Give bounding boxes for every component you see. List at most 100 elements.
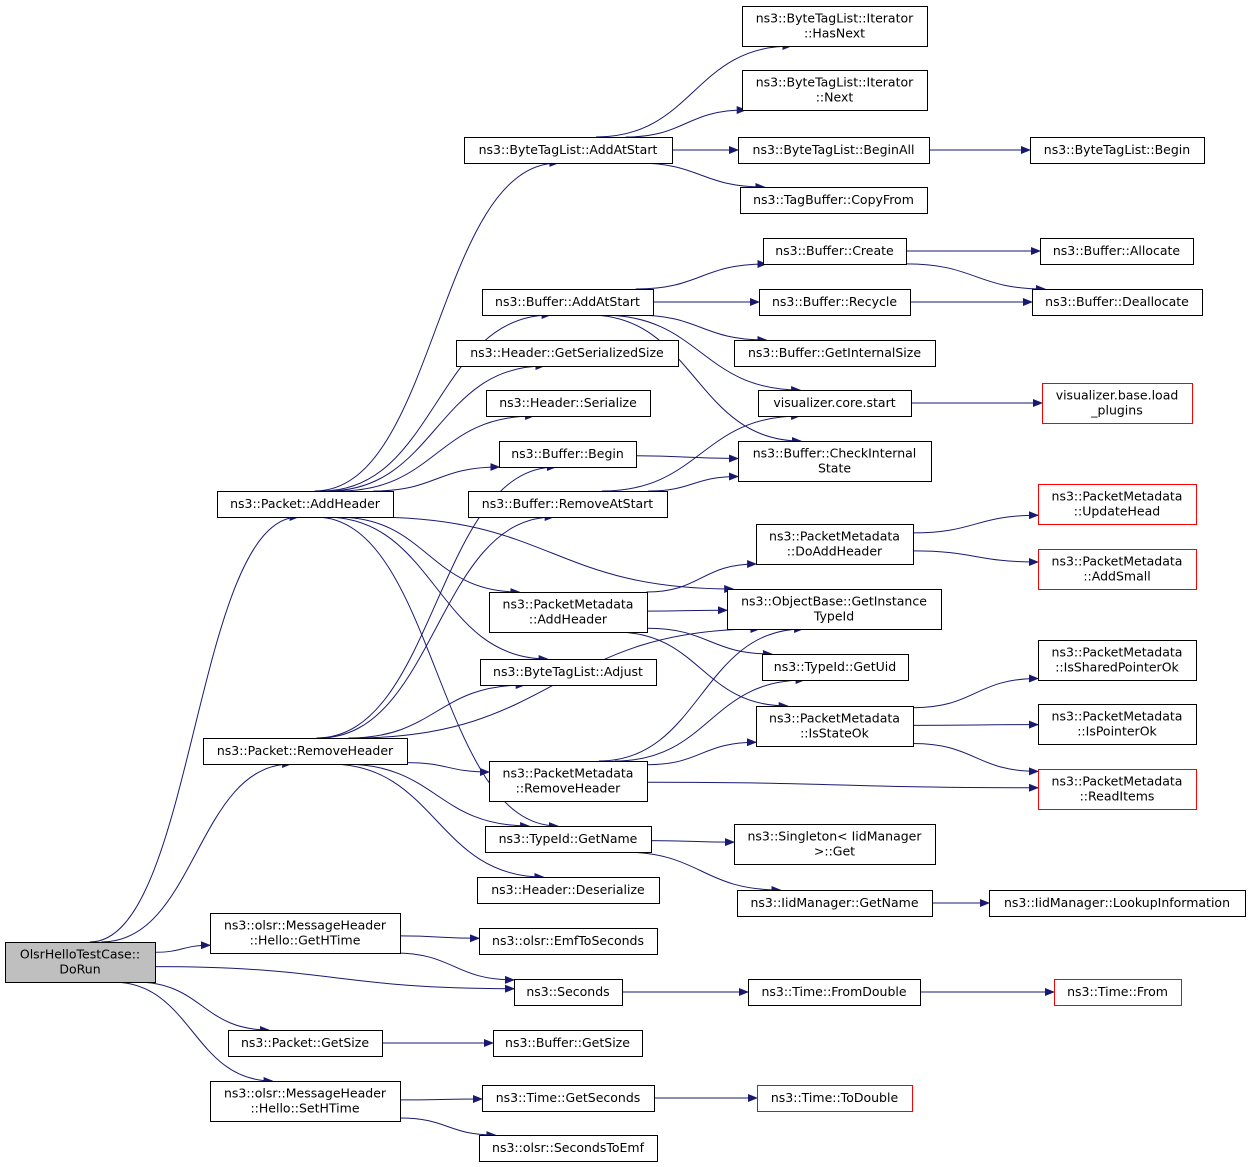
node-pm_doaddheader[interactable]: ns3::PacketMetadata::DoAddHeader xyxy=(756,524,914,565)
node-viz_base_load[interactable]: visualizer.base.load_plugins xyxy=(1042,383,1193,424)
edge-packet_addheader-to-pm_addheader xyxy=(336,516,521,596)
node-packet_getsize[interactable]: ns3::Packet::GetSize xyxy=(228,1030,383,1057)
node-emf_to_seconds[interactable]: ns3::olsr::EmfToSeconds xyxy=(479,928,658,955)
node-time_todouble[interactable]: ns3::Time::ToDouble xyxy=(757,1085,913,1112)
node-pm_removeheader[interactable]: ns3::PacketMetadata::RemoveHeader xyxy=(489,761,648,802)
edge-root-to-packet_removeheader xyxy=(101,760,293,943)
node-typeid_getuid[interactable]: ns3::TypeId::GetUid xyxy=(762,654,909,681)
edge-buf_create-to-buf_deallocate xyxy=(905,263,1046,293)
node-time_fromdouble[interactable]: ns3::Time::FromDouble xyxy=(748,979,921,1006)
node-viz_core_start[interactable]: visualizer.core.start xyxy=(758,390,912,417)
node-btl_beginall[interactable]: ns3::ByteTagList::BeginAll xyxy=(738,137,930,164)
node-label: ns3::Time::FromDouble xyxy=(761,984,906,999)
node-box xyxy=(468,491,668,518)
node-hdr_serialize[interactable]: ns3::Header::Serialize xyxy=(486,390,651,417)
node-box xyxy=(464,137,673,164)
edge-buf_addatstart-to-buf_create xyxy=(635,260,768,290)
node-iid_lookupinfo[interactable]: ns3::IidManager::LookupInformation xyxy=(989,890,1246,917)
node-box xyxy=(989,890,1246,917)
node-box xyxy=(1038,484,1197,525)
node-label: ns3::Time::GetSeconds xyxy=(496,1090,641,1105)
node-box xyxy=(737,890,933,917)
edge-root-to-olsr_gethtime xyxy=(154,941,211,953)
node-seconds[interactable]: ns3::Seconds xyxy=(514,979,623,1006)
node-buf_getinternalsize[interactable]: ns3::Buffer::GetInternalSize xyxy=(734,340,936,367)
node-label: ns3::ByteTagList::Iterator xyxy=(756,11,914,26)
node-label: ns3::Buffer::CheckInternal xyxy=(753,446,917,461)
node-label: ns3::Buffer::GetInternalSize xyxy=(748,345,921,360)
node-root[interactable]: OlsrHelloTestCase::DoRun xyxy=(5,942,156,983)
node-label: ns3::Packet::AddHeader xyxy=(230,496,381,511)
node-seconds_to_emf[interactable]: ns3::olsr::SecondsToEmf xyxy=(479,1135,658,1162)
node-box xyxy=(210,1081,401,1122)
node-singleton_get[interactable]: ns3::Singleton< IidManager>::Get xyxy=(734,824,936,865)
node-olsr_sethtime[interactable]: ns3::olsr::MessageHeader::Hello::SetHTim… xyxy=(210,1081,401,1122)
node-buf_removeatstart[interactable]: ns3::Buffer::RemoveAtStart xyxy=(468,491,668,518)
node-label: ns3::Buffer::RemoveAtStart xyxy=(482,496,654,511)
node-btl_begin[interactable]: ns3::ByteTagList::Begin xyxy=(1030,137,1205,164)
node-buf_getsize[interactable]: ns3::Buffer::GetSize xyxy=(493,1030,643,1057)
node-label: ns3::PacketMetadata xyxy=(1052,645,1183,660)
node-btl_it_hasnext[interactable]: ns3::ByteTagList::Iterator::HasNext xyxy=(742,6,928,47)
edge-packet_addheader-to-buf_begin xyxy=(373,463,501,492)
node-pm_ispointerok[interactable]: ns3::PacketMetadata::IsPointerOk xyxy=(1038,704,1197,745)
node-iid_getname[interactable]: ns3::IidManager::GetName xyxy=(737,890,933,917)
node-box xyxy=(1038,640,1197,681)
edge-packet_addheader-to-objbase_getinstance xyxy=(370,516,735,593)
node-pm_updatehead[interactable]: ns3::PacketMetadata::UpdateHead xyxy=(1038,484,1197,525)
edge-olsr_gethtime-to-seconds xyxy=(394,952,515,984)
node-label: ns3::Header::GetSerializedSize xyxy=(470,345,664,360)
node-label: ns3::ByteTagList::Adjust xyxy=(493,664,643,679)
node-btl_adjust[interactable]: ns3::ByteTagList::Adjust xyxy=(480,659,657,686)
node-typeid_getname[interactable]: ns3::TypeId::GetName xyxy=(485,826,652,853)
node-olsr_gethtime[interactable]: ns3::olsr::MessageHeader::Hello::GetHTim… xyxy=(210,913,401,954)
node-packet_removeheader[interactable]: ns3::Packet::RemoveHeader xyxy=(203,738,408,765)
node-box xyxy=(734,824,936,865)
node-box xyxy=(210,913,401,954)
node-label: ns3::Packet::GetSize xyxy=(241,1035,369,1050)
node-label: ns3::Seconds xyxy=(526,984,609,999)
node-pm_addsmall[interactable]: ns3::PacketMetadata::AddSmall xyxy=(1038,549,1197,590)
node-box xyxy=(742,70,928,111)
node-pm_readitems[interactable]: ns3::PacketMetadata::ReadItems xyxy=(1038,769,1197,810)
node-buf_deallocate[interactable]: ns3::Buffer::Deallocate xyxy=(1032,289,1203,316)
node-label: >::Get xyxy=(814,844,855,859)
edge-olsr_sethtime-to-time_getseconds xyxy=(399,1095,483,1104)
node-box xyxy=(759,289,911,316)
edge-pm_isstateok-to-pm_issharedptrok xyxy=(912,674,1039,709)
node-pm_isstateok[interactable]: ns3::PacketMetadata::IsStateOk xyxy=(756,706,914,747)
node-label: ns3::ByteTagList::BeginAll xyxy=(753,142,915,157)
nodes-layer: OlsrHelloTestCase::DoRunns3::olsr::Messa… xyxy=(5,6,1246,1162)
node-btl_addatstart[interactable]: ns3::ByteTagList::AddAtStart xyxy=(464,137,673,164)
node-label: ::RemoveHeader xyxy=(516,781,622,796)
edge-root-to-packet_addheader xyxy=(89,513,300,943)
node-box xyxy=(479,928,658,955)
node-hdr_getser[interactable]: ns3::Header::GetSerializedSize xyxy=(456,340,679,367)
node-label: ns3::Time::From xyxy=(1067,984,1168,999)
node-box xyxy=(5,942,156,983)
edge-packet_removeheader-to-btl_adjust xyxy=(348,681,526,739)
node-label: ns3::olsr::SecondsToEmf xyxy=(492,1140,645,1155)
node-label: ::IsStateOk xyxy=(800,726,870,741)
node-time_from[interactable]: ns3::Time::From xyxy=(1054,979,1182,1006)
node-label: ns3::ByteTagList::Iterator xyxy=(756,75,914,90)
node-pm_addheader[interactable]: ns3::PacketMetadata::AddHeader xyxy=(489,592,648,633)
node-buf_begin[interactable]: ns3::Buffer::Begin xyxy=(499,441,637,468)
edge-packet_removeheader-to-buf_begin xyxy=(316,463,557,739)
edge-buf_addatstart-to-viz_core_start xyxy=(601,314,802,394)
node-buf_recycle[interactable]: ns3::Buffer::Recycle xyxy=(759,289,911,316)
node-box xyxy=(456,340,679,367)
node-buf_addatstart[interactable]: ns3::Buffer::AddAtStart xyxy=(482,289,654,316)
node-btl_it_next[interactable]: ns3::ByteTagList::Iterator::Next xyxy=(742,70,928,111)
node-hdr_deserialize[interactable]: ns3::Header::Deserialize xyxy=(477,877,660,904)
node-buf_create[interactable]: ns3::Buffer::Create xyxy=(763,238,907,265)
node-tagbuffer_copyfrom[interactable]: ns3::TagBuffer::CopyFrom xyxy=(740,187,928,214)
node-time_getseconds[interactable]: ns3::Time::GetSeconds xyxy=(482,1085,655,1112)
node-box xyxy=(1038,769,1197,810)
node-buf_allocate[interactable]: ns3::Buffer::Allocate xyxy=(1040,238,1194,265)
node-packet_addheader[interactable]: ns3::Packet::AddHeader xyxy=(217,491,394,518)
node-pm_issharedptrok[interactable]: ns3::PacketMetadata::IsSharedPointerOk xyxy=(1038,640,1197,681)
